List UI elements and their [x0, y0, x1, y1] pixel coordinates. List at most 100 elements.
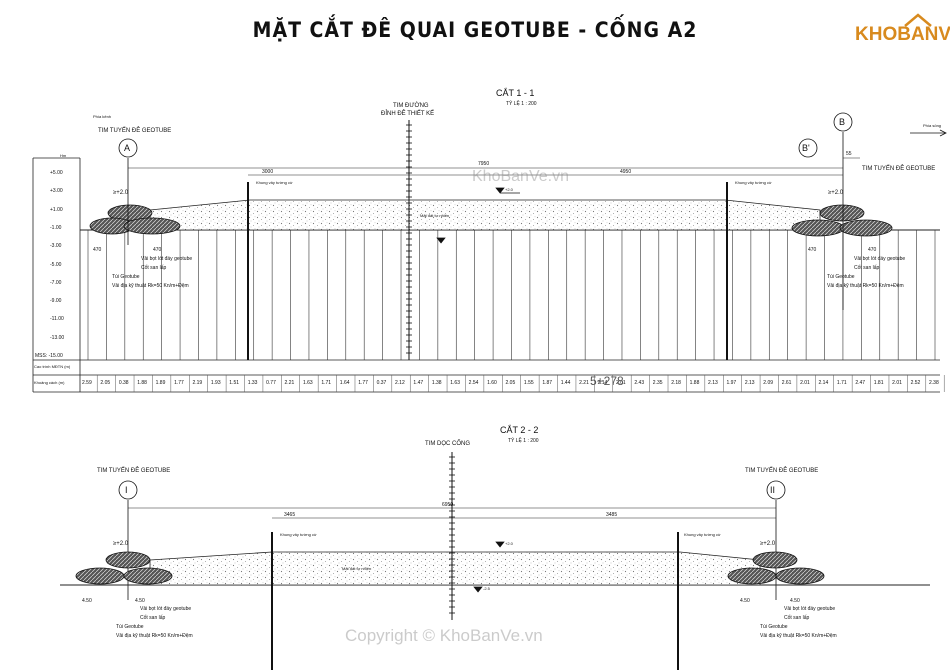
- ruler-level-label: +3.00: [50, 188, 63, 195]
- distance-cell: 2.21: [284, 380, 295, 386]
- section2-scale: TỶ LỆ 1 : 200: [508, 438, 539, 444]
- distance-cell: 1.47: [413, 380, 424, 386]
- distance-cell: 2.01: [800, 380, 810, 386]
- dim-right-1: 4950: [620, 169, 632, 175]
- center-line-ticks: [406, 124, 412, 354]
- ruler-unit: Hm: [60, 153, 67, 158]
- distance-cell: 2.43: [634, 380, 645, 386]
- distance-cell: 2.01: [615, 380, 626, 386]
- sheet-pile-note-right-1: Khung vây tường cừ: [735, 180, 772, 185]
- center-line-label-2: TIM DỌC CỐNG: [425, 441, 470, 447]
- distance-cell: 2.19: [192, 380, 203, 386]
- crest-left-2: ≥+2.0: [113, 541, 129, 547]
- distance-cell: 1.60: [487, 380, 497, 386]
- distance-cell: 0.77: [266, 380, 276, 386]
- center-line-ticks-2: [449, 456, 455, 614]
- dim-toe-left-b: 470: [808, 247, 817, 253]
- geotube-note-r4: Vải địa kỹ thuật Rk=50 Kn/m+Đệm: [827, 283, 904, 289]
- axis-marker-i: [118, 480, 138, 500]
- ruler-level-label: -11.00: [50, 316, 64, 323]
- distance-cell: 0.37: [376, 380, 387, 386]
- ruler-level-label: -7.00: [50, 279, 62, 286]
- geotube-right: [791, 204, 893, 237]
- left-side-note: Phía kênh: [93, 114, 112, 119]
- ruler-level-label: MSS: -15.00: [35, 353, 63, 359]
- distance-cell: 2.05: [505, 380, 516, 386]
- ground-note-2: Mặt đất tự nhiên: [342, 566, 372, 571]
- dim-toe-left-1: 470: [93, 247, 102, 253]
- marker-ii-text: II: [770, 485, 776, 495]
- embankment-fill-2: [149, 551, 761, 586]
- station-label: 5+278: [590, 374, 624, 388]
- geotube2-note-r3: Túi Geotube: [760, 624, 788, 630]
- embankment-fill: [149, 199, 821, 231]
- geotube2-note-r1: Vải bọt lót đáy geotube: [784, 606, 836, 612]
- watermark-bottom: Copyright © KhoBanVe.vn: [345, 626, 543, 645]
- sheet-pile-note-left-1: Khung vây tường cừ: [256, 180, 293, 185]
- geotube2-note-4: Vải địa kỹ thuật Rk=50 Kn/m+Đệm: [116, 633, 193, 639]
- table-row2-label: Khoảng cách (m): [34, 380, 65, 385]
- level-top-1: +2.0: [505, 187, 513, 192]
- geotube2-note-r2: Cốt san lấp: [784, 615, 810, 621]
- ruler-level-label: -9.00: [50, 298, 62, 305]
- dim-right-2: 3485: [606, 512, 618, 518]
- distance-cell: 1.71: [321, 380, 332, 386]
- center-line-label-bottom: ĐỈNH ĐÊ THIẾT KẾ: [381, 111, 435, 117]
- table-row1-label: Cao trình MĐTN (m): [34, 364, 71, 369]
- profile-table: [32, 359, 940, 393]
- ground-note-1: Mặt đất tự nhiên: [420, 213, 450, 218]
- distance-cell: 1.89: [155, 380, 166, 386]
- geotube-note-3: Túi Geotube: [112, 274, 140, 280]
- axis-marker-b: [833, 112, 853, 132]
- marker-b-text: B: [839, 117, 846, 127]
- dim-total-2: 6950: [442, 502, 454, 508]
- dim-total-1: 7950: [478, 161, 490, 167]
- distance-cell: 1.55: [523, 380, 534, 386]
- distance-cell: 2.12: [395, 380, 405, 386]
- left-axis-label-2: TIM TUYẾN ĐÊ GEOTUBE: [97, 468, 171, 474]
- distance-cell: 2.13: [708, 380, 718, 386]
- ruler-level-label: -13.00: [50, 334, 65, 341]
- distance-cell: 1.44: [560, 380, 571, 386]
- sheet-pile-note-left-2: Khung vây tường cừ: [280, 532, 317, 537]
- distance-cell: 2.14: [597, 380, 608, 386]
- geotube-note-1: Vải bọt lót đáy geotube: [141, 256, 193, 262]
- distance-cell: 2.05: [100, 380, 111, 386]
- geotube-note-r2: Cốt san lấp: [854, 265, 880, 271]
- distance-cell: 2.52: [910, 380, 921, 386]
- level-low-2: -2.5: [483, 586, 490, 591]
- geotube-note-r3: Túi Geotube: [827, 274, 855, 280]
- distance-cell: 1.87: [542, 380, 553, 386]
- distance-cell: 1.88: [137, 380, 147, 386]
- distance-cell: 2.14: [818, 380, 829, 386]
- sheet-pile-note-right-2: Khung vây tường cừ: [684, 532, 721, 537]
- dim-toe-2d: 4.50: [790, 598, 800, 604]
- geotube-left: [89, 204, 181, 235]
- dim-small-1: 55: [846, 151, 852, 157]
- dimension-lines-1: [128, 157, 860, 176]
- geotube-left-2: [75, 551, 173, 585]
- ruler-level-label: -5.00: [50, 261, 62, 268]
- geotube-note-4: Vải địa kỹ thuật Rk=50 Kn/m+Đệm: [112, 283, 189, 289]
- crest-right-1: ≥+2.0: [828, 190, 844, 196]
- distance-cell: 1.93: [210, 380, 221, 386]
- marker-b2-text: B': [802, 143, 810, 153]
- marker-a-text: A: [124, 143, 131, 153]
- level-top-2: +2.0: [505, 541, 513, 546]
- dim-toe-right-b: 470: [868, 247, 877, 253]
- distance-cell: 1.77: [174, 380, 184, 386]
- dim-left-2: 3465: [284, 512, 296, 518]
- geotube2-note-r4: Vải địa kỹ thuật Rk=50 Kn/m+Đệm: [760, 633, 837, 639]
- watermark-center: KhoBanVe.vn: [472, 168, 569, 185]
- ruler-level-label: -3.00: [50, 243, 62, 250]
- section1-scale: TỶ LỆ 1 : 200: [506, 101, 537, 107]
- distance-cell: 2.18: [671, 380, 681, 386]
- level-marks-1: [436, 187, 520, 244]
- distance-cell: 2.21: [579, 380, 589, 386]
- geotube2-note-1: Vải bọt lót đáy geotube: [140, 606, 192, 612]
- brand-logo: KHOBANVE: [855, 13, 950, 46]
- axis-marker-ii: [766, 480, 786, 500]
- section1-name: CẮT 1 - 1: [496, 88, 535, 98]
